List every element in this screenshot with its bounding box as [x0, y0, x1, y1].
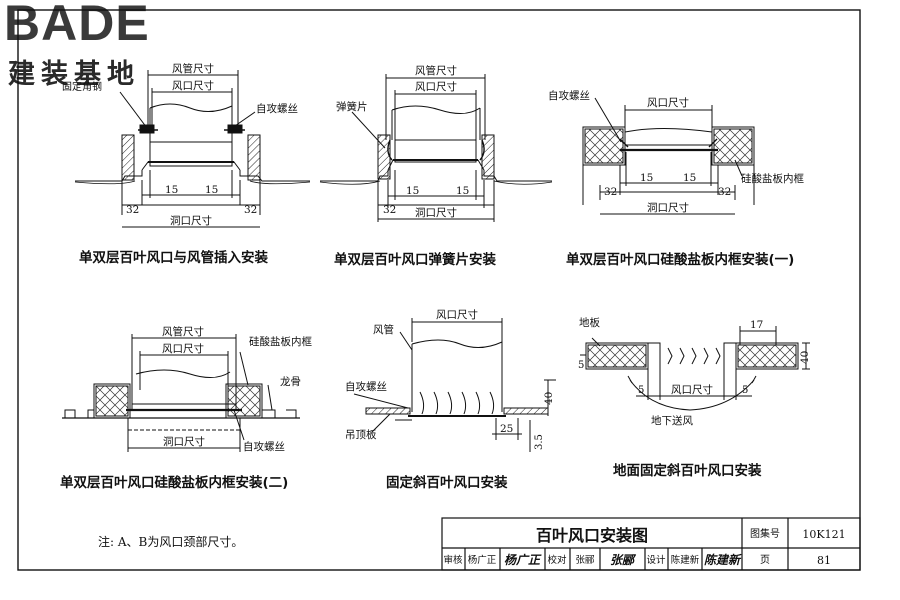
d4-hole-size-text: 洞口尺寸	[163, 435, 205, 448]
diagram-spring-clip: 风管尺寸 风口尺寸 弹簧片 15 15 32 洞口尺寸	[319, 64, 553, 222]
logo-sub-text: 建装基地	[8, 59, 140, 90]
diagram-floor-oblique: 17 地板 5 40 5 5 风口尺寸 地下送风	[578, 316, 811, 427]
d6-dim-17: 17	[750, 319, 763, 331]
d4-screw-label: 自攻螺丝	[243, 440, 285, 453]
title-block	[441, 517, 861, 571]
d1-dim-15b: 15	[205, 184, 218, 196]
sheet-border	[17, 9, 861, 571]
d3-dim-15b: 15	[683, 172, 696, 184]
caption-board-frame-2: 单双层百叶风口硅酸盐板内框安装(二)	[60, 475, 289, 491]
d2-outlet-size-text: 风口尺寸	[415, 80, 457, 93]
title-text: 百叶风口安装图	[536, 526, 648, 545]
atlas-number: 10K121	[802, 528, 845, 541]
d5-dim-25: 25	[500, 423, 513, 435]
d5-ceiling-label: 吊顶板	[345, 428, 377, 441]
reviewer-signature: 杨广正	[504, 553, 542, 567]
checker-name: 张郦	[575, 555, 595, 566]
d5-outlet-size-text: 风口尺寸	[436, 308, 478, 321]
d2-duct-size-text: 风管尺寸	[415, 64, 457, 77]
d5-dim-35: 3.5	[534, 434, 545, 450]
d4-board-label: 硅酸盐板内框	[249, 335, 312, 348]
d1-angle-label: 固定角钢	[62, 80, 102, 93]
d3-hole-size-text: 洞口尺寸	[647, 201, 689, 214]
designer-signature: 陈建新	[704, 553, 742, 567]
atlas-label: 图集号	[750, 527, 780, 540]
designer-name: 陈建新	[671, 554, 700, 566]
d2-dim-32: 32	[383, 204, 396, 216]
d3-outlet-size-text: 风口尺寸	[647, 96, 689, 109]
diagram-duct-insert: 风管尺寸 风口尺寸 固定角钢 自攻螺丝 15 15 32 32	[62, 62, 311, 228]
d1-outlet-size-text: 风口尺寸	[172, 79, 214, 92]
d4-duct-size-text: 风管尺寸	[162, 325, 204, 338]
design-label: 设计	[646, 554, 666, 566]
caption-duct-insert: 单双层百叶风口与风管插入安装	[79, 250, 268, 266]
d1-dim-32b: 32	[244, 204, 257, 216]
caption-board-frame-1: 单双层百叶风口硅酸盐板内框安装(一)	[566, 252, 795, 268]
d5-dim-40: 40	[543, 392, 555, 405]
logo-main-text: BADE	[4, 0, 150, 51]
d3-dim-32a: 32	[604, 186, 617, 198]
d6-dim-5a: 5	[578, 360, 584, 371]
d1-screw-label: 自攻螺丝	[256, 102, 298, 115]
diagram-fixed-oblique: 风口尺寸 风管 自攻螺丝 吊顶板 40 25 3.5	[345, 308, 556, 452]
d2-dim-15b: 15	[456, 185, 469, 197]
d6-dim-5c: 5	[742, 385, 748, 396]
d6-dim-5b: 5	[638, 385, 644, 396]
d6-dim-40: 40	[799, 351, 811, 364]
caption-spring-clip: 单双层百叶风口弹簧片安装	[334, 252, 496, 268]
checker-signature: 张郦	[610, 553, 637, 567]
page-label: 页	[760, 554, 770, 566]
d1-hole-size-text: 洞口尺寸	[170, 214, 212, 227]
caption-fixed-oblique: 固定斜百叶风口安装	[386, 475, 508, 491]
check-label: 校对	[547, 554, 567, 566]
d6-outlet-size-text: 风口尺寸	[671, 383, 713, 396]
page-number: 81	[817, 554, 831, 567]
d2-dim-15a: 15	[406, 185, 419, 197]
d1-dim-15a: 15	[165, 184, 178, 196]
reviewer-name: 杨广正	[468, 554, 497, 566]
d5-screw-label: 自攻螺丝	[345, 380, 387, 393]
d6-airflow-label: 地下送风	[651, 414, 693, 427]
bade-logo: BADE 建装基地	[2, 0, 177, 90]
footnote: 注: A、B为风口颈部尺寸。	[98, 535, 244, 549]
caption-floor-oblique: 地面固定斜百叶风口安装	[613, 463, 762, 479]
d3-dim-15a: 15	[640, 172, 653, 184]
d1-dim-32a: 32	[126, 204, 139, 216]
diagram-board-frame-2: 风管尺寸 风口尺寸 洞口尺寸 硅酸盐板内框 龙骨 自攻螺丝	[62, 325, 312, 453]
d3-screw-label: 自攻螺丝	[548, 89, 590, 102]
diagram-board-frame-1: 风口尺寸 自攻螺丝 15 15 32 32 洞口尺寸 硅酸盐板内框	[548, 89, 804, 215]
d4-keel-label: 龙骨	[280, 375, 301, 388]
d5-duct-label: 风管	[373, 323, 394, 336]
d3-board-label: 硅酸盐板内框	[741, 172, 804, 185]
d4-outlet-size-text: 风口尺寸	[162, 342, 204, 355]
d2-spring-label: 弹簧片	[336, 100, 368, 113]
d3-dim-32b: 32	[718, 186, 731, 198]
d2-hole-size-text: 洞口尺寸	[415, 206, 457, 219]
d1-duct-size-text: 风管尺寸	[172, 62, 214, 75]
review-label: 审核	[443, 554, 463, 566]
d6-floor-label: 地板	[579, 316, 600, 329]
